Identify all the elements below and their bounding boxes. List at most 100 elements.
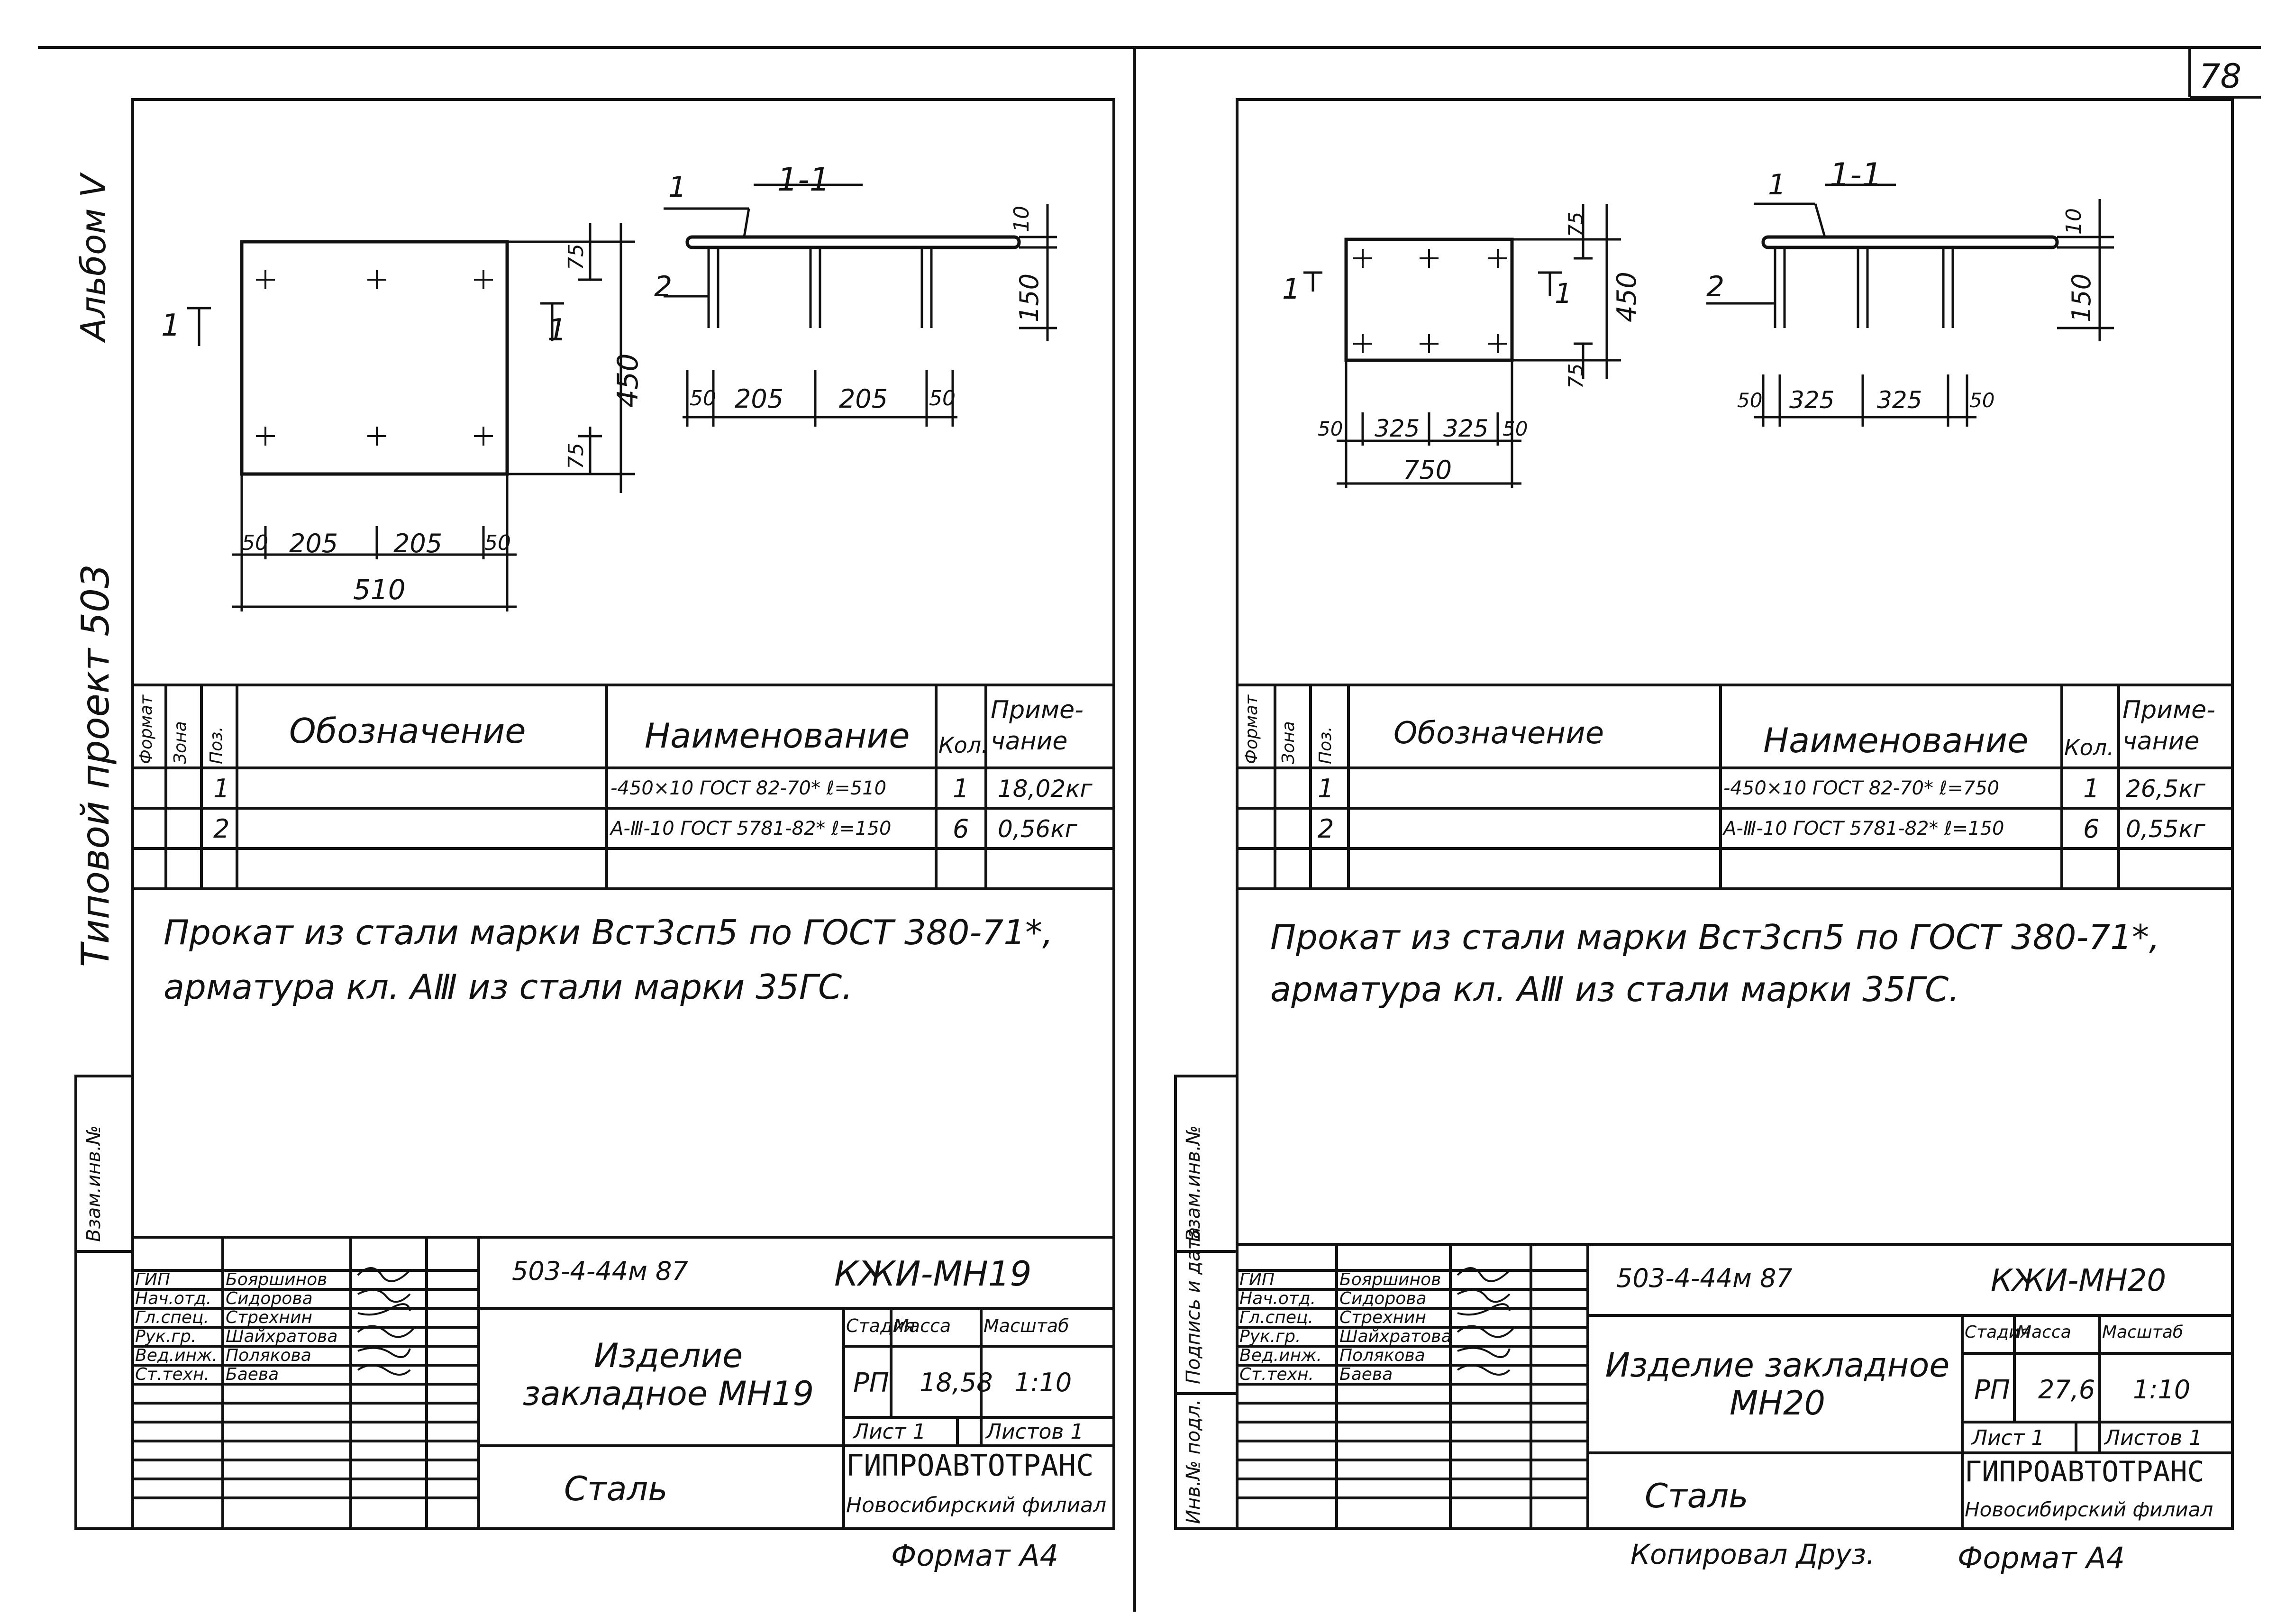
inv-podl-label: Инв.№ подл.: [1183, 1399, 1204, 1524]
right-stamp-mass-label: Масса: [2017, 1323, 2071, 1342]
right-stamp-doc: КЖИ-МН20: [1991, 1263, 2167, 1298]
left-row1-qty: 1: [953, 774, 969, 803]
left-plate-height: 450: [611, 353, 645, 408]
right-stamp-title: Изделие закладное МН20: [1605, 1346, 1950, 1423]
right-row1-note: 26,5кг: [2126, 775, 2205, 803]
left-row2-name: А-Ⅲ-10 ГОСТ 5781-82* ℓ=150: [610, 818, 892, 839]
project-label: Типовой проект 503: [73, 564, 118, 967]
right-stamp-branch: Новосибирский филиал: [1965, 1498, 2213, 1521]
left-hdr-name: Наименование: [645, 716, 910, 756]
left-stamp-doc: КЖИ-МН19: [834, 1254, 1032, 1294]
left-section-view: [664, 183, 1057, 427]
right-stamp-sheet: Лист 1: [1972, 1426, 2045, 1450]
left-plate-w1: 50: [242, 531, 268, 555]
right-stamp-scale: 1:10: [2133, 1375, 2191, 1405]
left-pos1-callout: 1: [668, 171, 687, 204]
left-sec-d1: 50: [690, 386, 716, 411]
left-row2-pos: 2: [213, 814, 230, 844]
left-marker-a: 1: [161, 308, 181, 343]
right-plate-bottom: 75: [1564, 363, 1587, 389]
right-marker-a: 1: [1282, 273, 1301, 306]
left-stamp-sheet: Лист 1: [853, 1420, 926, 1444]
right-plate-w3: 325: [1443, 415, 1489, 442]
left-stamp-org: ГИПРОАВТОТРАНС: [846, 1448, 1094, 1483]
right-plate-total: 750: [1403, 455, 1452, 485]
right-row1-qty: 1: [2083, 774, 2100, 803]
right-note-2: арматура кл. АⅢ из стали марки 35ГС.: [1270, 969, 1960, 1009]
left-stamp-format: Формат А4: [891, 1538, 1059, 1573]
right-stamp-material: Сталь: [1645, 1477, 1749, 1515]
left-row2-qty: 6: [953, 814, 969, 844]
right-sec-d2: 325: [1789, 386, 1835, 414]
left-stamp-scale-label: Масштаб: [984, 1315, 1069, 1336]
left-row2-note: 0,56кг: [998, 815, 1077, 843]
right-stamp-org: ГИПРОАВТОТРАНС: [1965, 1455, 2204, 1488]
right-sec-d3: 325: [1877, 386, 1922, 414]
left-hdr-qty: Кол.: [938, 732, 988, 758]
copied-by: Копировал Друз.: [1630, 1538, 1875, 1570]
left-stamp-branch: Новосибирский филиал: [846, 1493, 1107, 1517]
right-row2-note: 0,55кг: [2126, 815, 2205, 843]
right-plate-w2: 325: [1375, 415, 1420, 442]
left-row1-name: -450×10 ГОСТ 82-70* ℓ=510: [610, 777, 887, 799]
left-inv-label: Взам.инв.№: [83, 1125, 105, 1242]
right-row1-pos: 1: [1318, 774, 1334, 803]
right-stamp-format: Формат А4: [1958, 1541, 2125, 1575]
left-pos2-callout: 2: [654, 270, 673, 303]
right-plan-view: [1303, 204, 1621, 488]
album-label: Альбом V: [73, 174, 113, 341]
left-stamp-stage: РП: [853, 1368, 889, 1398]
left-sec-thick: 10: [1010, 206, 1034, 232]
right-hdr-format: Формат: [1242, 694, 1261, 764]
right-marker-b: 1: [1555, 277, 1572, 310]
left-signatures: [357, 1267, 416, 1376]
right-stamp-mass: 27,6: [2038, 1375, 2095, 1405]
right-hdr-designation: Обозначение: [1393, 716, 1604, 751]
right-row2-qty: 6: [2083, 814, 2100, 844]
left-sec-depth: 150: [1014, 273, 1044, 322]
left-plate-total: 510: [353, 574, 406, 606]
right-sec-d1: 50: [1737, 389, 1763, 412]
left-plate-bottom: 75: [564, 443, 588, 469]
left-plate-top: 75: [564, 244, 588, 270]
right-stamp-roles: ГИП Нач.отд. Гл.спец. Рук.гр. Вед.инж. С…: [1239, 1270, 1322, 1384]
right-plate-w4: 50: [1503, 417, 1528, 440]
right-sec-thick: 10: [2062, 208, 2086, 235]
right-stamp-stage: РП: [1974, 1375, 2010, 1405]
sign-date-label: Подпись и дата: [1183, 1227, 1204, 1384]
left-section-label: 1-1: [777, 161, 830, 199]
right-signatures: [1457, 1267, 1515, 1376]
right-note-1: Прокат из стали марки Вст3сп5 по ГОСТ 38…: [1270, 917, 2160, 957]
right-plate-top: 75: [1564, 211, 1587, 237]
right-pos2-callout: 2: [1706, 270, 1725, 303]
left-sec-d2: 205: [735, 384, 784, 414]
left-hdr-pos: Поз.: [207, 726, 226, 764]
right-row2-name: А-Ⅲ-10 ГОСТ 5781-82* ℓ=150: [1723, 818, 2004, 839]
right-hdr-qty: Кол.: [2064, 735, 2114, 760]
right-stamp-stage-label: Стадия: [1965, 1323, 2031, 1342]
right-stamp-sheets: Листов 1: [2104, 1426, 2203, 1450]
left-sheet-frame: [131, 98, 1115, 1530]
right-stamp-scale-label: Масштаб: [2102, 1323, 2184, 1342]
left-stamp-scale: 1:10: [1014, 1368, 1072, 1397]
left-stamp-material: Сталь: [564, 1469, 668, 1508]
right-section-view: [1706, 183, 2114, 427]
left-marker-b: 1: [547, 313, 567, 348]
left-stamp-mass: 18,58: [920, 1368, 993, 1397]
left-sec-d4: 50: [929, 386, 956, 411]
right-plate-w1: 50: [1318, 417, 1343, 440]
right-hdr-name: Наименование: [1763, 721, 2029, 760]
left-stamp-roles: ГИП Нач.отд. Гл.спец. Рук.гр. Вед.инж. С…: [135, 1270, 218, 1384]
right-pos1-callout: 1: [1768, 168, 1786, 201]
right-row2-pos: 2: [1318, 814, 1334, 844]
right-section-label: 1-1: [1830, 156, 1883, 194]
left-stamp-names: Бояршинов Сидорова Стрехнин Шайхратова П…: [226, 1270, 338, 1384]
left-note-2: арматура кл. АⅢ из стали марки 35ГС.: [164, 967, 853, 1007]
left-row1-note: 18,02кг: [998, 775, 1093, 803]
left-hdr-designation: Обозначение: [289, 711, 526, 751]
right-hdr-pos: Поз.: [1316, 726, 1335, 764]
left-stamp-mass-label: Масса: [893, 1315, 951, 1336]
left-note-1: Прокат из стали марки Вст3сп5 по ГОСТ 38…: [164, 912, 1053, 952]
right-hdr-note: Приме- чание: [2122, 696, 2215, 756]
